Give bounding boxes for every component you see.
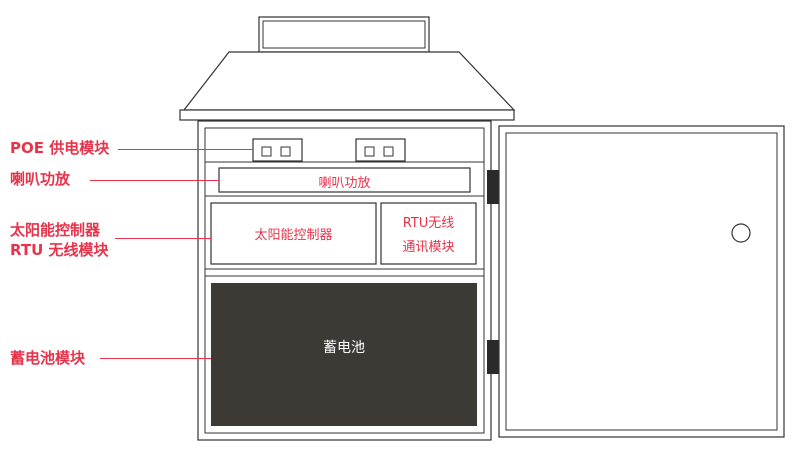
roof-top-plate-inner xyxy=(262,20,426,49)
cabinet-inner xyxy=(204,127,485,434)
leader-amplifier xyxy=(90,180,219,181)
rtu-box-text-line1: RTU无线 xyxy=(402,216,455,231)
door-lock xyxy=(731,223,751,243)
amplifier-box-text: 喇叭功放 xyxy=(318,176,371,191)
label-rtu-module: RTU 无线模块 xyxy=(10,241,109,259)
hinge-bottom xyxy=(487,340,501,374)
leader-battery xyxy=(100,358,211,359)
roof-top-plate xyxy=(258,16,430,53)
label-poe-module: POE 供电模块 xyxy=(10,139,110,157)
battery-block-text: 蓄电池 xyxy=(323,340,365,356)
leader-poe xyxy=(118,149,253,150)
label-battery-module: 蓄电池模块 xyxy=(10,349,86,367)
label-amplifier: 喇叭功放 xyxy=(10,170,71,188)
poe-module-right xyxy=(355,138,406,162)
roof xyxy=(182,51,516,111)
cabinet-door xyxy=(498,125,785,438)
label-solar-controller: 太阳能控制器 xyxy=(10,221,101,239)
hinge-top xyxy=(487,170,501,204)
leader-solar-rtu xyxy=(115,238,211,239)
roof-eave xyxy=(179,109,515,121)
solar-controller-box xyxy=(210,202,377,265)
cabinet-door-inner xyxy=(505,132,778,431)
amplifier-box xyxy=(218,167,471,193)
rtu-module-box xyxy=(380,202,477,265)
battery-block xyxy=(211,283,477,426)
rtu-box-text-line2: 通讯模块 xyxy=(402,240,455,255)
poe-module-left xyxy=(252,138,303,162)
solar-controller-box-text: 太阳能控制器 xyxy=(254,228,333,243)
